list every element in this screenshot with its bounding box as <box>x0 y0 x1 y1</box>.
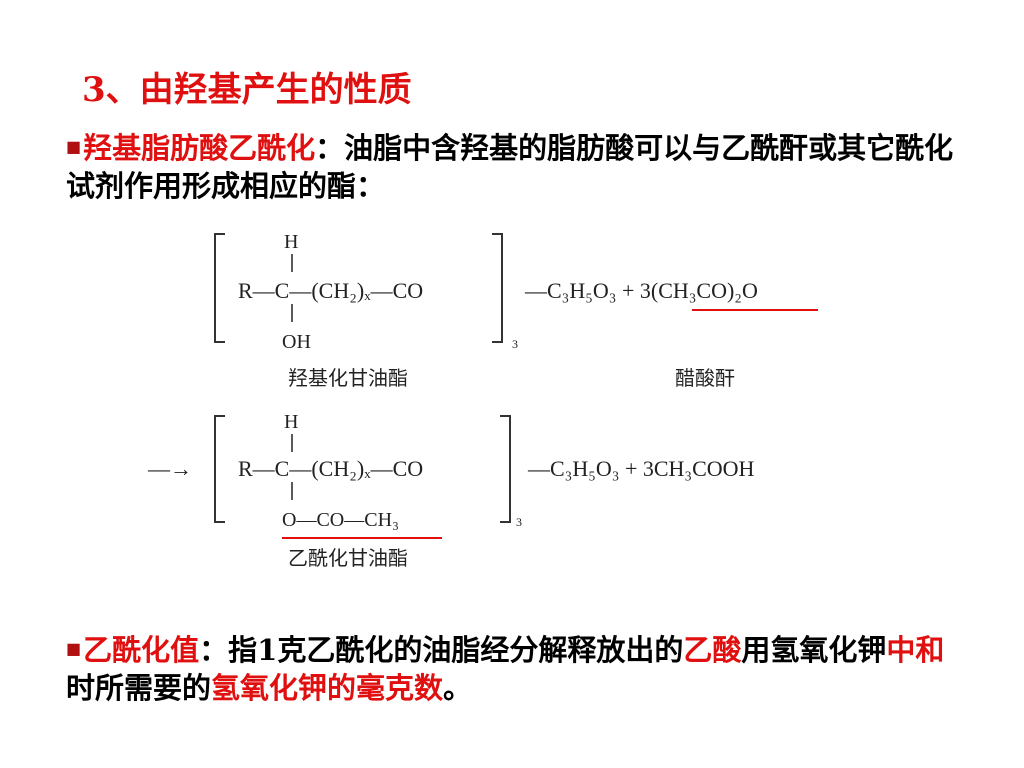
reaction-arrow-icon: —→ <box>147 456 192 481</box>
bracket-left-2 <box>214 415 225 523</box>
r1-chain: R—C—(CH₂)ₓ—CO <box>238 278 423 303</box>
text-3: 时所需要的 <box>66 671 212 705</box>
r2-subscript: 3 <box>516 515 522 529</box>
paragraph-acetyl-value: ■乙酰化值：指1克乙酰化的油脂经分解释放出的乙酸用氢氧化钾中和时所需要的氢氧化钾… <box>66 630 966 707</box>
r2-top-atom: H <box>284 411 298 433</box>
definition-text: ：油脂中含羟基的脂肪酸可以与乙酰酐或其它酰化试剂作用形成相应的酯： <box>66 131 954 203</box>
r1-right: —C₃H₅O₃ + 3(CH₃CO)₂O <box>524 278 758 303</box>
r1-bottom-group: OH <box>282 331 311 353</box>
text-2: 用氢氧化钾 <box>741 633 887 667</box>
text-1: ：指1克乙酰化的油脂经分解释放出的 <box>199 633 684 667</box>
highlight-koh-mg: 氢氧化钾的毫克数 <box>211 671 444 705</box>
text-4: 。 <box>443 671 473 705</box>
highlight-acetic-acid: 乙酸 <box>683 633 742 667</box>
bullet-icon: ■ <box>66 639 82 658</box>
bracket-right-2 <box>500 415 511 523</box>
highlight-neutralize: 中和 <box>886 633 945 667</box>
bracket-right-1 <box>492 233 503 343</box>
term-acetylation: 羟基脂肪酸乙酰化 <box>83 131 316 165</box>
slide-title: 3、由羟基产生的性质 <box>82 70 412 110</box>
r1-label-left: 羟基化甘油酯 <box>288 367 408 390</box>
term-acetyl-value: 乙酰化值 <box>83 633 200 667</box>
reaction-diagram: H R—C—(CH₂)ₓ—CO OH 3 —C₃H₅O₃ + 3(CH₃CO)₂… <box>120 220 880 590</box>
r2-chain: R—C—(CH₂)ₓ—CO <box>238 456 423 481</box>
reaction-svg: H R—C—(CH₂)ₓ—CO OH 3 —C₃H₅O₃ + 3(CH₃CO)₂… <box>147 231 818 570</box>
r1-subscript: 3 <box>512 337 518 351</box>
r2-right: —C₃H₅O₃ + 3CH₃COOH <box>527 456 755 481</box>
r2-bottom-group: O—CO—CH₃ <box>282 509 399 531</box>
r2-label-left: 乙酰化甘油酯 <box>288 547 408 570</box>
r1-top-atom: H <box>284 231 298 253</box>
bracket-left-1 <box>214 233 225 343</box>
bullet-icon: ■ <box>66 137 82 156</box>
r1-label-right: 醋酸酐 <box>675 367 735 390</box>
paragraph-acetylation: ■羟基脂肪酸乙酰化：油脂中含羟基的脂肪酸可以与乙酰酐或其它酰化试剂作用形成相应的… <box>66 128 966 205</box>
